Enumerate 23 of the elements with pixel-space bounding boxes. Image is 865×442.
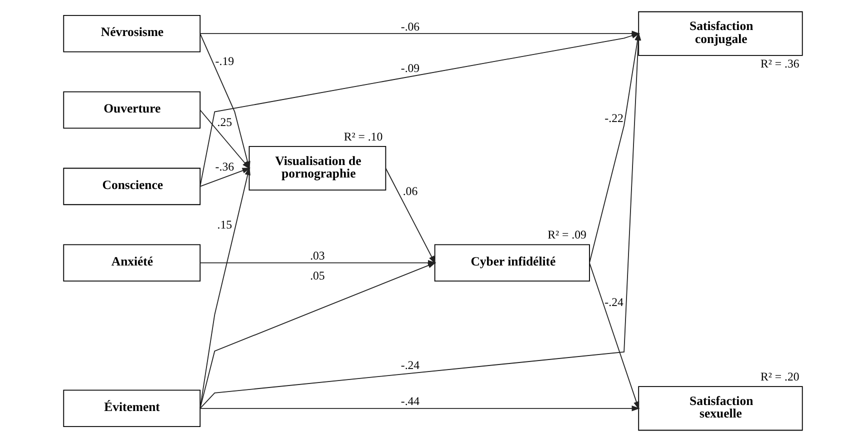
edge-label: .05	[310, 268, 324, 283]
edge-label: .25	[216, 114, 232, 129]
arrow	[199, 166, 250, 409]
edge-label: -.06	[400, 19, 420, 34]
edge-label: -.24	[400, 358, 420, 372]
arrow	[588, 262, 639, 410]
edge-label: .15	[216, 218, 232, 232]
arrow	[199, 262, 436, 409]
edge-label: -.09	[400, 61, 420, 76]
arrow	[199, 168, 250, 187]
edge-label: -.36	[214, 159, 234, 174]
node-label: R² = .36	[760, 56, 799, 71]
edge-label: -.19	[214, 54, 234, 68]
edge-label: .06	[402, 184, 418, 198]
edge-label: -.24	[604, 294, 623, 309]
edge-label: .03	[310, 248, 324, 263]
edge-label: -.22	[604, 111, 623, 126]
node-label: R² = .10	[343, 129, 382, 144]
edge-label: -.44	[400, 394, 420, 408]
node-label: R² = .09	[547, 228, 586, 242]
arrow	[199, 406, 640, 412]
node-label: R² = .20	[760, 370, 799, 384]
arrow	[384, 168, 435, 264]
